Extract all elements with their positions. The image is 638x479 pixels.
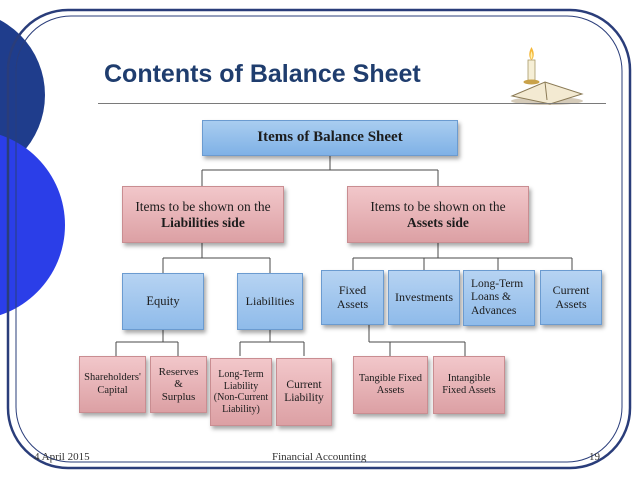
candle-book-icon — [511, 47, 583, 105]
node-label-line1: Items to be shown on the — [135, 199, 270, 215]
footer-page-number: 19 — [589, 451, 600, 463]
node-liabilities-side: Items to be shown on the Liabilities sid… — [122, 186, 284, 243]
node-label: Investments — [395, 291, 453, 305]
node-label-line1: Long-Term — [218, 369, 263, 381]
decor-circle-bright — [0, 130, 65, 320]
node-label-line2: Assets side — [407, 215, 469, 231]
node-label-line1: Intangible — [448, 373, 491, 385]
node-investments: Investments — [388, 270, 460, 325]
node-label-line2: Assets — [377, 385, 404, 397]
node-assets-side: Items to be shown on the Assets side — [347, 186, 529, 243]
node-label-line1: Current — [286, 379, 321, 392]
node-long-term-loans: Long-Term Loans & Advances — [463, 270, 535, 326]
node-label-line1: Items to be shown on the — [370, 199, 505, 215]
footer-date: 4 April 2015 — [34, 451, 90, 463]
node-label-line1: Long-Term — [471, 278, 523, 291]
node-label-line1: Fixed — [339, 284, 366, 298]
node-label-line2: Assets — [337, 298, 368, 312]
node-label: Items of Balance Sheet — [257, 129, 402, 146]
node-label-line1: Current — [553, 284, 590, 298]
node-liabilities: Liabilities — [237, 273, 303, 330]
title-rule — [98, 103, 606, 104]
node-label-line2: Assets — [555, 298, 586, 312]
node-items-of-balance-sheet: Items of Balance Sheet — [202, 120, 458, 156]
node-label-line4: Liability) — [222, 404, 260, 416]
node-label-line2: Liability — [284, 392, 324, 405]
node-equity: Equity — [122, 273, 204, 330]
node-label-line1: Shareholders' — [84, 372, 141, 384]
node-tangible-fixed-assets: Tangible Fixed Assets — [353, 356, 428, 414]
node-label: Liabilities — [246, 295, 295, 309]
node-label-line3: Surplus — [162, 391, 196, 404]
node-label-line1: Tangible Fixed — [359, 373, 422, 385]
node-long-term-liability: Long-Term Liability (Non-Current Liabili… — [210, 358, 272, 426]
node-label-line2: Capital — [97, 385, 127, 397]
node-label-line2: Liabilities side — [161, 215, 245, 231]
node-label-line2: Loans & — [471, 291, 511, 304]
slide-title: Contents of Balance Sheet — [104, 60, 421, 89]
node-label-line1: Reserves — [159, 366, 199, 379]
node-label-line3: (Non-Current — [214, 392, 268, 404]
node-label-line2: Liability — [224, 381, 258, 393]
node-current-assets: Current Assets — [540, 270, 602, 325]
node-label-line3: Advances — [471, 305, 516, 318]
node-intangible-fixed-assets: Intangible Fixed Assets — [433, 356, 505, 414]
node-current-liability: Current Liability — [276, 358, 332, 426]
node-label-line2: Fixed Assets — [442, 385, 495, 397]
node-reserves-surplus: Reserves & Surplus — [150, 356, 207, 413]
node-label-line2: & — [174, 378, 183, 391]
node-shareholders-capital: Shareholders' Capital — [79, 356, 146, 413]
footer-title: Financial Accounting — [272, 451, 366, 463]
node-label: Equity — [146, 294, 179, 308]
node-fixed-assets: Fixed Assets — [321, 270, 384, 325]
